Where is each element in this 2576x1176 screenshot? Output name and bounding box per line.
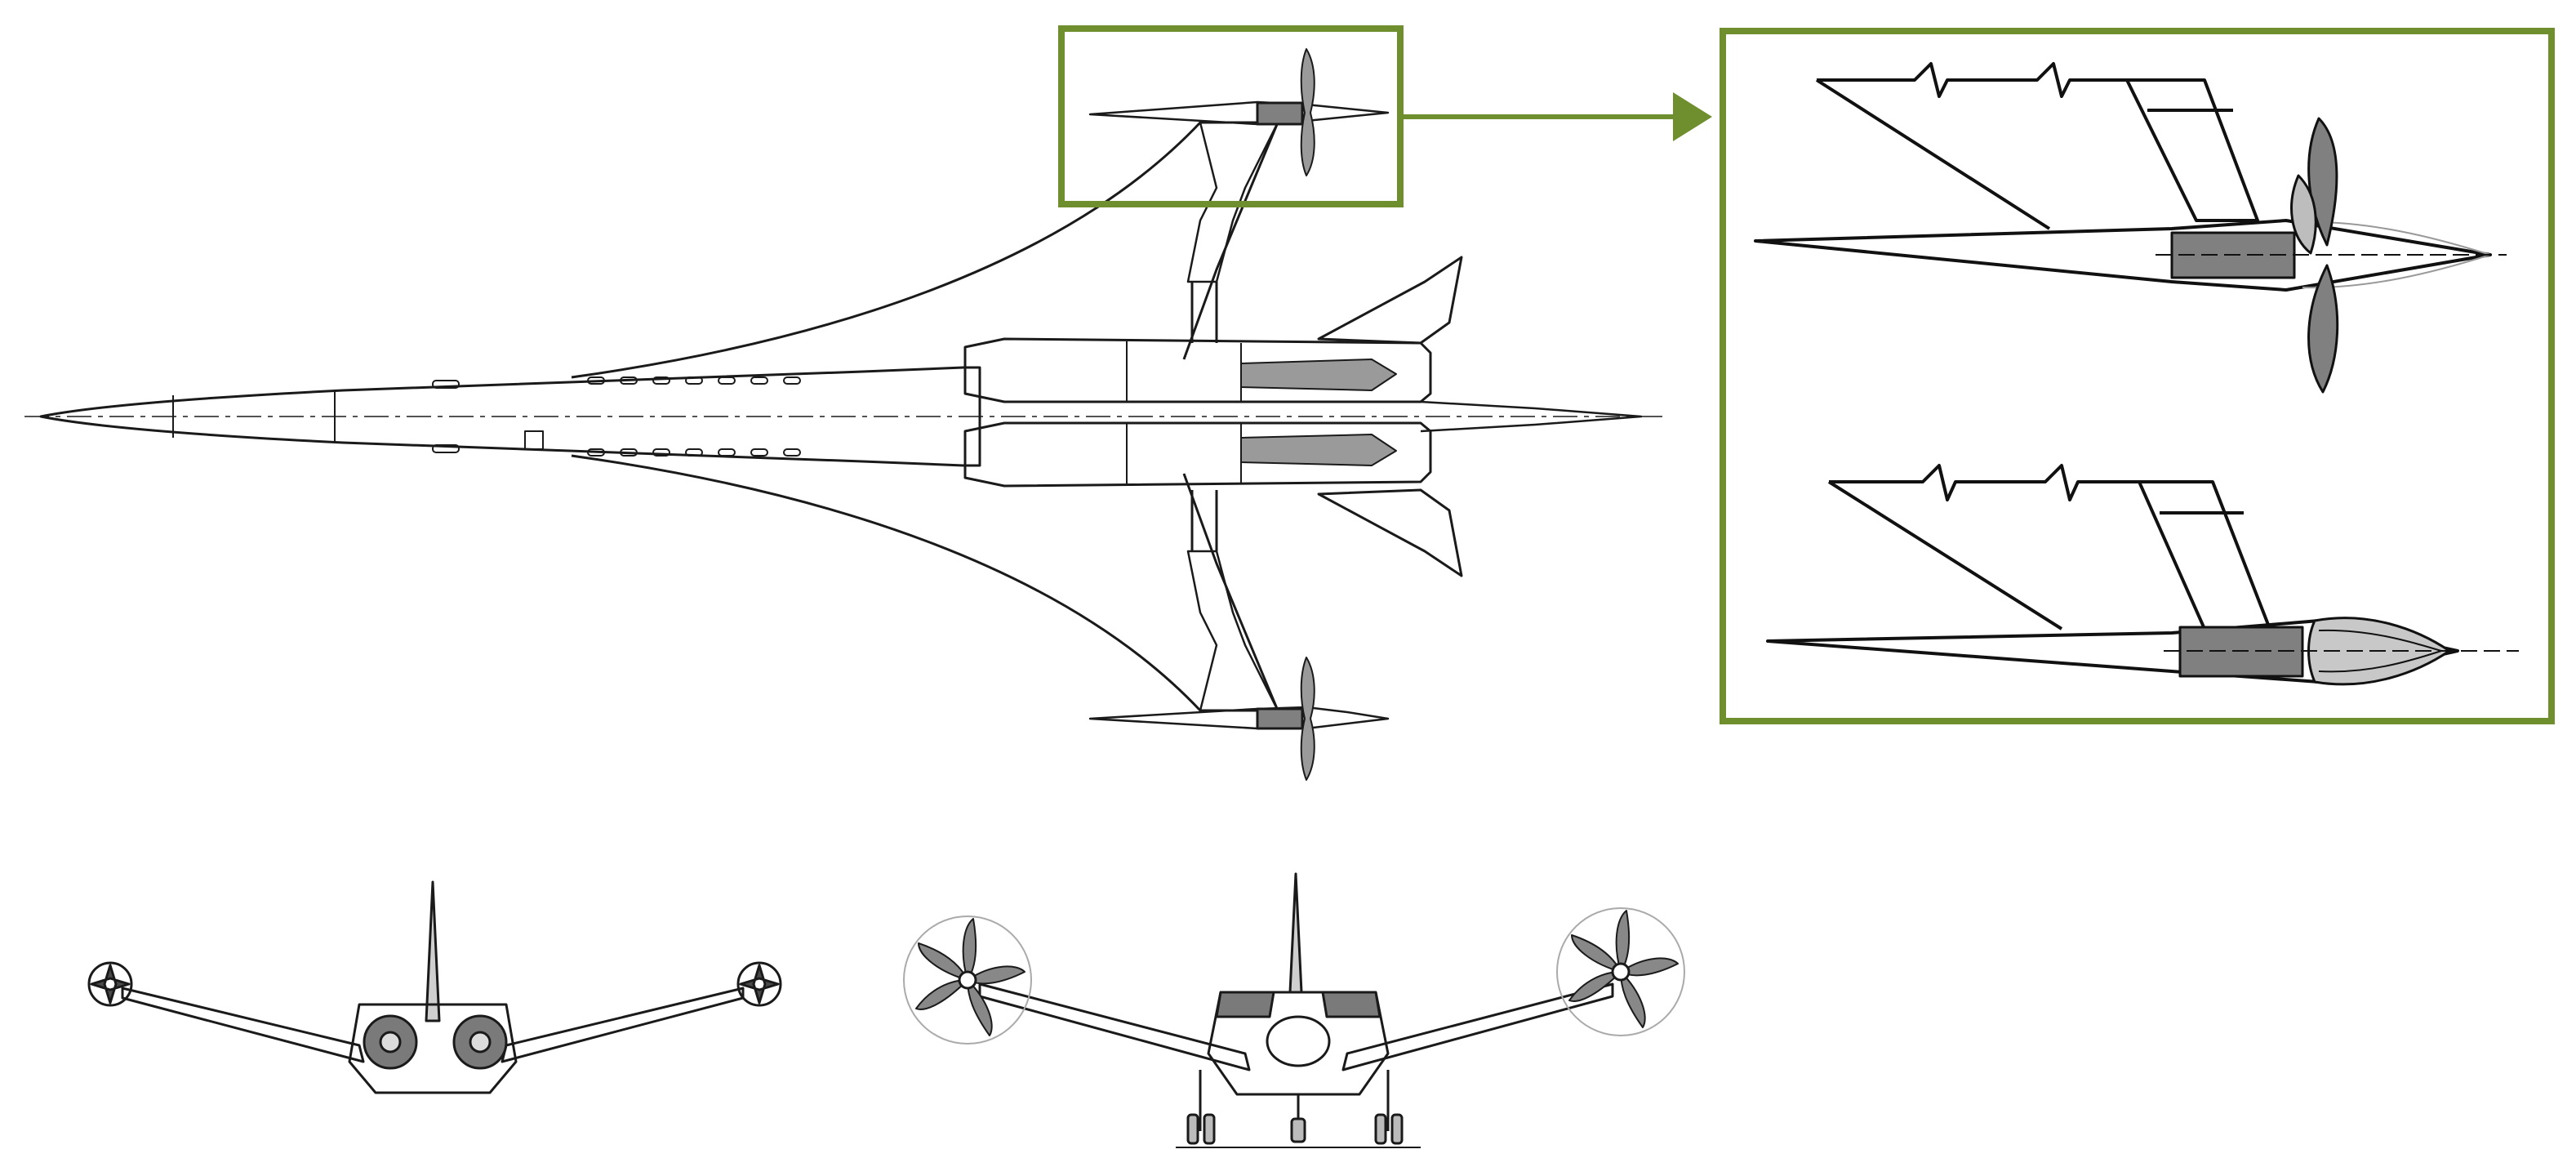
upper-wingtip-propeller bbox=[1300, 48, 1315, 176]
detail-propeller-folded bbox=[1766, 464, 2519, 686]
lower-wingtip-propeller bbox=[1300, 657, 1315, 781]
detail-nacelle bbox=[1754, 219, 2492, 292]
detail-blade-lower bbox=[2307, 264, 2339, 394]
detail-folded-nacelle bbox=[1766, 619, 2459, 684]
front-folded-right-prop-icon bbox=[736, 961, 782, 1007]
front-deployed-left-prop-disc bbox=[903, 915, 1032, 1045]
front-view-folded bbox=[87, 880, 782, 1094]
front-deployed-right-prop-disc bbox=[1556, 907, 1685, 1036]
zoom-detail-box bbox=[1720, 28, 2555, 724]
front-folded-left-prop-icon bbox=[87, 961, 133, 1007]
fuselage-outline bbox=[39, 366, 981, 467]
detail-folded-wing-panel-top bbox=[1829, 464, 2271, 630]
lower-engine-nacelle bbox=[963, 421, 1432, 488]
upper-engine-core bbox=[1240, 359, 1397, 391]
front-folded-left-wing bbox=[121, 987, 365, 1063]
detail-wing-panel-top bbox=[1817, 62, 2259, 222]
front-deployed-left-wing bbox=[978, 982, 1251, 1071]
detail-folded-blade-lines bbox=[2318, 629, 2442, 673]
zoom-callout bbox=[1058, 25, 2555, 724]
front-folded-vertical-tail bbox=[425, 880, 441, 1022]
lower-wingtip-nacelle bbox=[1088, 706, 1390, 730]
front-deployed-right-prop-blades bbox=[1568, 910, 1679, 1028]
detail-propeller-extended bbox=[1754, 62, 2507, 394]
upper-horizontal-stabilizer bbox=[1317, 256, 1463, 345]
front-view-deployed bbox=[903, 872, 1685, 1148]
detail-folded-wing-leading-edge bbox=[1827, 480, 2063, 630]
front-deployed-engine-fairings bbox=[1215, 991, 1381, 1018]
detail-wing-leading-edge bbox=[1815, 78, 2051, 230]
upper-engine-nacelle bbox=[963, 337, 1432, 403]
upper-wingtip-engine bbox=[1256, 101, 1304, 126]
window-row bbox=[432, 376, 801, 457]
detail-blade-middle bbox=[2290, 174, 2317, 255]
front-folded-right-wing bbox=[501, 987, 745, 1063]
upper-wing-outline bbox=[571, 121, 1279, 379]
front-deployed-landing-gear bbox=[1176, 1070, 1421, 1148]
tail-cone bbox=[1420, 400, 1643, 433]
lower-outer-wing-panel bbox=[1186, 550, 1279, 712]
lower-wing-outline bbox=[571, 454, 1279, 712]
front-deployed-left-prop-blades bbox=[915, 918, 1026, 1036]
upper-wingtip-nacelle bbox=[1088, 100, 1390, 126]
lower-horizontal-stabilizer bbox=[1317, 488, 1463, 577]
front-deployed-nose bbox=[1266, 1015, 1331, 1067]
plan-view-drawing bbox=[24, 48, 1666, 781]
front-deployed-vertical-tail bbox=[1288, 872, 1303, 994]
lower-engine-core bbox=[1240, 434, 1397, 466]
front-folded-fuselage bbox=[348, 1003, 518, 1094]
lower-wingtip-engine bbox=[1256, 707, 1304, 730]
front-deployed-right-wing bbox=[1341, 982, 1614, 1071]
